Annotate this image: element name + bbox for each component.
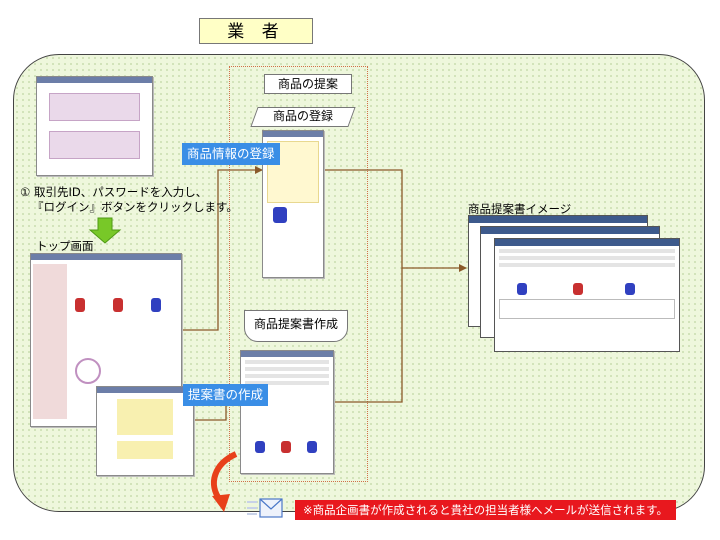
registration-label: 商品の登録 [272, 109, 333, 123]
connector-to-registration [180, 166, 263, 331]
login-instruction-line1: ① 取引先ID、パスワードを入力し、 [20, 185, 208, 199]
proposal-header-label: 商品の提案 [264, 74, 352, 94]
red-curved-arrow [210, 451, 238, 502]
mail-icon [247, 498, 283, 518]
page-title: 業 者 [199, 18, 313, 44]
email-notice: ※商品企画書が作成されると貴社の担当者様へメールが送信されます。 [295, 500, 676, 520]
login-instruction-line2: 『ログイン』ボタンをクリックします。 [32, 200, 238, 214]
product-info-registration-callout: 商品情報の登録 [182, 143, 280, 165]
top-screen-label: トップ画面 [36, 239, 94, 253]
proposal-section-frame [229, 66, 368, 482]
connector-to-image-top [322, 169, 467, 272]
green-down-arrow [88, 217, 122, 244]
login-screenshot [36, 76, 153, 176]
proposal-document-screenshot [240, 350, 334, 474]
proposal-document-creation-label: 商品提案書作成 [244, 310, 348, 342]
create-proposal-callout: 提案書の作成 [183, 384, 269, 406]
proposal-form-screenshot [96, 386, 194, 476]
proposal-image-page-3 [494, 238, 680, 352]
proposal-image-label: 商品提案書イメージ [468, 202, 572, 216]
connector-to-image-bottom [332, 268, 403, 403]
